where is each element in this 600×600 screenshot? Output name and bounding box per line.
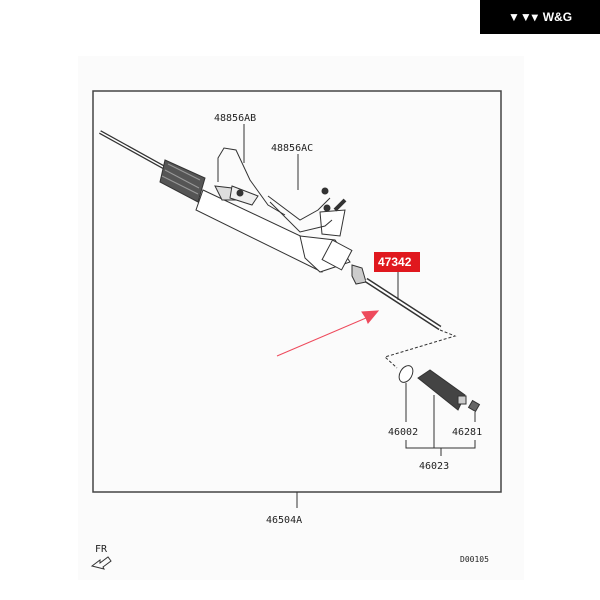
part-label-46504A: 46504A xyxy=(266,515,302,526)
part-label-46281: 46281 xyxy=(452,427,482,438)
part-label-47342[interactable]: 47342 xyxy=(378,255,412,269)
leader-lines xyxy=(243,124,476,508)
part-label-46002: 46002 xyxy=(388,427,418,438)
part-label-46023: 46023 xyxy=(419,461,449,472)
wg-logo-icon: ▼▼▾ xyxy=(507,10,538,24)
highlight-box xyxy=(374,252,420,272)
part-label-48856AB: 48856AB xyxy=(214,113,256,124)
figure-code: D00105 xyxy=(460,555,489,564)
steering-rack-assembly xyxy=(99,130,481,413)
brand-badge: ▼▼▾ W&G xyxy=(480,0,600,34)
part-label-48856AC: 48856AC xyxy=(271,143,313,154)
highlight-arrow-icon xyxy=(276,310,380,357)
direction-label: FR xyxy=(95,544,108,555)
front-direction-arrow-icon xyxy=(90,556,112,570)
brand-name: W&G xyxy=(542,10,573,24)
